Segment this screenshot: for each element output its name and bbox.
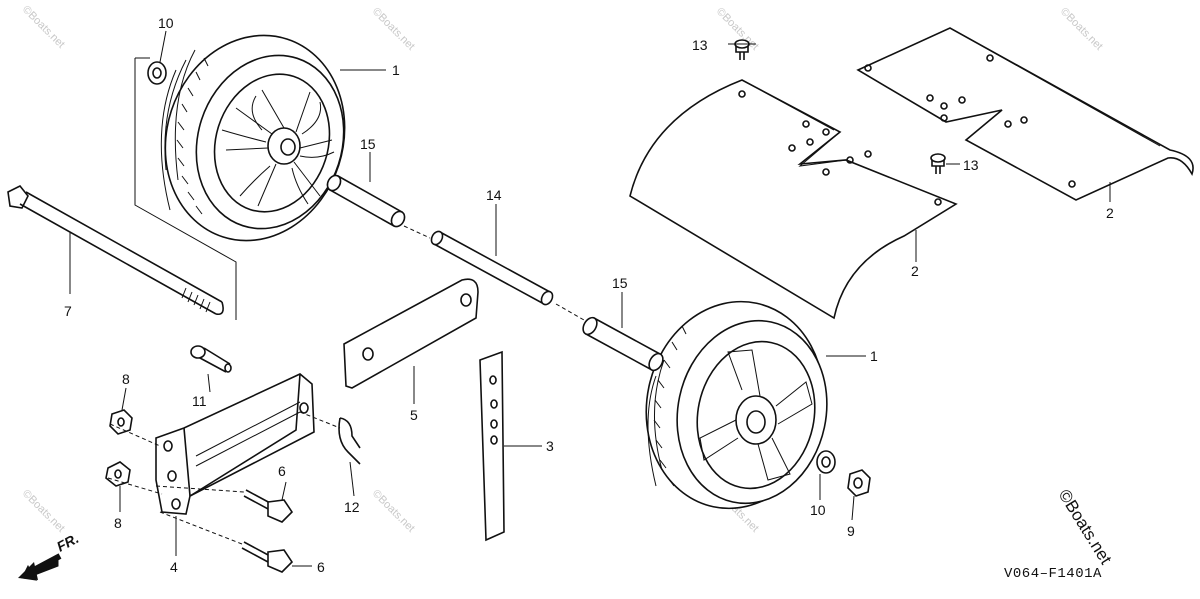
callout-10-bottom: 10 [810, 502, 826, 518]
callout-4: 4 [170, 559, 178, 575]
diagram-code: V064–F1401A [1004, 566, 1102, 582]
callout-2-right: 2 [1106, 205, 1114, 221]
wheel-bottom [645, 300, 828, 510]
cover-left [629, 79, 958, 320]
watermark: ©Boats.net [370, 6, 417, 53]
wheel-top [160, 34, 346, 242]
callout-11: 11 [192, 393, 207, 409]
watermark: ©Boats.net [370, 488, 417, 535]
assembly-bracket-line [134, 58, 237, 320]
collar-upper [326, 174, 406, 228]
callout-6-lower: 6 [317, 559, 325, 575]
shaft-14 [430, 230, 554, 306]
nut-8-upper [109, 409, 133, 435]
assembly-center-line [403, 225, 585, 321]
collar-lower [582, 316, 664, 372]
plate-3 [479, 350, 505, 542]
washer-top [147, 61, 167, 85]
bolt-6-lower [241, 541, 294, 573]
washer-bottom [816, 450, 836, 474]
callout-10-top: 10 [158, 15, 174, 31]
leader-lines [69, 30, 1111, 567]
bolt-6-upper [243, 489, 294, 523]
callout-7: 7 [64, 303, 72, 319]
callout-3: 3 [546, 438, 554, 454]
nut-8-lower [105, 461, 131, 487]
pin-11 [190, 345, 232, 373]
clip-12 [338, 417, 361, 465]
plate-5 [343, 278, 479, 389]
watermark: ©Boats.net [1058, 6, 1105, 53]
callout-13-top: 13 [692, 37, 708, 53]
screw-13-top [734, 39, 750, 60]
callout-15-upper: 15 [360, 136, 376, 152]
callout-5: 5 [410, 407, 418, 423]
brand-mark: ©Boats.net [1055, 486, 1116, 568]
assembly-center-line [107, 411, 341, 545]
callout-1-bottom: 1 [870, 348, 878, 364]
axle-bolt [7, 184, 224, 316]
callouts: 10 1 15 14 15 1 7 13 13 2 2 5 3 8 11 6 1… [64, 15, 1114, 575]
cover-right [856, 27, 1194, 201]
callout-9: 9 [847, 523, 855, 539]
bracket-4 [155, 373, 315, 515]
front-direction-arrow: FR. [18, 530, 81, 581]
screw-13-right [930, 153, 946, 174]
callout-13-right: 13 [963, 157, 979, 173]
callout-12: 12 [344, 499, 360, 515]
watermark: ©Boats.net [20, 488, 67, 535]
callout-2-left: 2 [911, 263, 919, 279]
callout-8-upper: 8 [122, 371, 130, 387]
watermark: ©Boats.net [20, 4, 67, 51]
callout-8-lower: 8 [114, 515, 122, 531]
callout-6-upper: 6 [278, 463, 286, 479]
callout-15-lower: 15 [612, 275, 628, 291]
callout-1-top: 1 [392, 62, 400, 78]
nut-9 [847, 469, 871, 497]
callout-14: 14 [486, 187, 502, 203]
